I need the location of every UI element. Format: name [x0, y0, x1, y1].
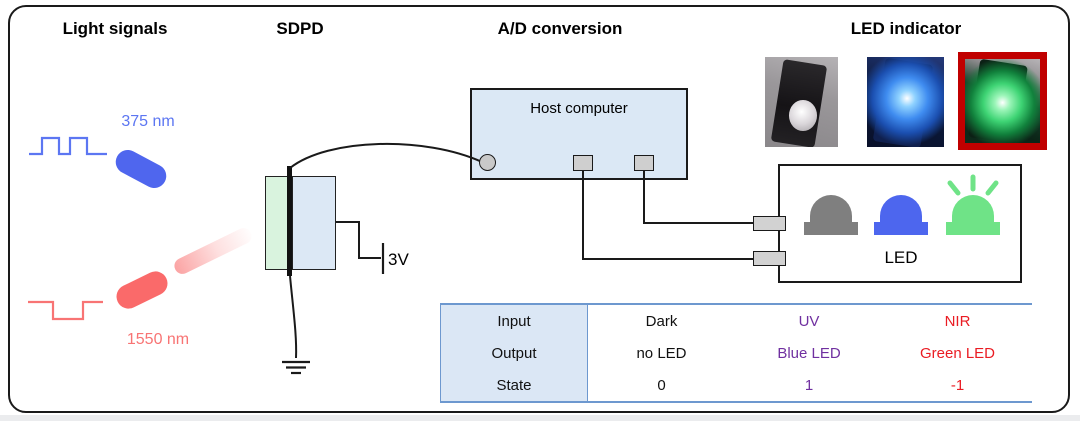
photo-led-blue-glow — [867, 57, 944, 147]
photo-led-blue — [867, 57, 944, 147]
table-cell: Dark — [645, 312, 678, 330]
section-title-light-signals: Light signals — [62, 19, 168, 38]
led-input-connector-1 — [753, 216, 786, 231]
sdpd-substrate-layer — [292, 176, 336, 270]
photo-led-green-highlight-frame — [958, 52, 1047, 150]
led-symbol-blue-icon — [874, 195, 928, 235]
table-row-header: Input — [440, 305, 588, 337]
uv-wavelength-label: 375 nm — [121, 113, 175, 130]
host-computer-label: Host computer — [530, 100, 628, 117]
table-row-header: Output — [440, 337, 588, 369]
table-cell: Blue LED — [777, 344, 841, 362]
photo-led-green-glow — [965, 59, 1040, 143]
led-symbol-green-icon — [946, 195, 1000, 235]
photo-led-off — [765, 57, 838, 147]
led-symbol-off-icon — [804, 195, 858, 235]
table-cell: no LED — [636, 344, 687, 362]
host-output-port-2 — [634, 155, 654, 171]
section-title-ad-conversion: A/D conversion — [497, 19, 623, 38]
photo-led-green — [965, 59, 1040, 143]
nir-wavelength-label: 1550 nm — [126, 331, 190, 348]
bias-voltage-label: 3V — [388, 250, 409, 269]
page-background-strip — [0, 415, 1080, 421]
table-cell: -1 — [950, 376, 965, 394]
host-analog-input-connector — [479, 154, 496, 171]
table-cell: NIR — [944, 312, 971, 330]
photo-led-off-bulb — [789, 100, 817, 131]
section-title-led-indicator: LED indicator — [850, 19, 962, 38]
table-cell: 0 — [657, 376, 666, 394]
table-row-header: State — [440, 369, 588, 401]
table-cell: 1 — [804, 376, 814, 394]
led-input-connector-2 — [753, 251, 786, 266]
table-cell: UV — [798, 312, 820, 330]
state-table: Input Dark UV NIR Output no LED Blue LED… — [440, 303, 1032, 403]
led-box-label: LED — [884, 248, 918, 267]
table-cell: Green LED — [919, 344, 996, 362]
section-title-sdpd: SDPD — [276, 19, 324, 38]
host-output-port-1 — [573, 155, 593, 171]
sdpd-absorber-layer — [265, 176, 288, 270]
